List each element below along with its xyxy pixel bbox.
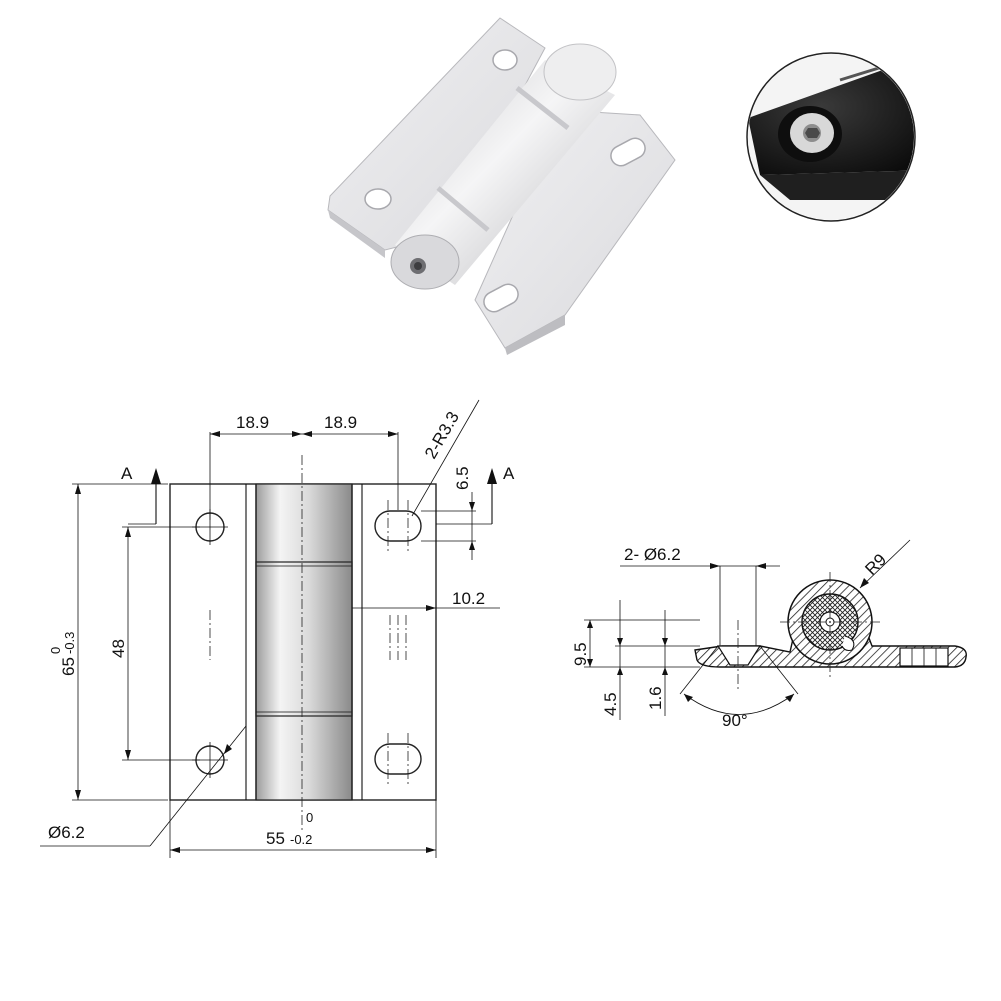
dim-height: 65 bbox=[59, 657, 78, 676]
section-mark-left: A bbox=[121, 464, 161, 525]
dim-height-tol-lower: -0.3 bbox=[62, 632, 77, 654]
hinge-product-render bbox=[327, 17, 676, 355]
dim-width: 55 bbox=[266, 829, 285, 848]
slot-bottom-right bbox=[374, 743, 422, 775]
dim-hole-diameter: Ø6.2 bbox=[48, 823, 85, 842]
front-view-drawing: 18.9 18.9 2-R3.3 6.5 A A 48 bbox=[40, 399, 515, 858]
dim-pitch-left: 18.9 bbox=[236, 413, 269, 432]
dim-leaf: 4.5 bbox=[601, 692, 620, 716]
dim-countersink-angle: 90° bbox=[722, 711, 748, 730]
svg-text:A: A bbox=[121, 464, 133, 483]
dim-slot-offset: 6.5 bbox=[453, 466, 472, 490]
section-view-drawing: 2- Ø6.2 R9 9.5 4.5 1.6 90° bbox=[571, 539, 967, 730]
dim-radius: R9 bbox=[861, 550, 890, 579]
dim-thickness: 1.6 bbox=[646, 686, 665, 710]
dim-height-section: 9.5 bbox=[571, 642, 590, 666]
svg-text:A: A bbox=[503, 464, 515, 483]
leaf-slot bbox=[610, 137, 646, 167]
dim-slot-radius: 2-R3.3 bbox=[421, 408, 463, 462]
end-cap-closeup-photo bbox=[746, 52, 916, 222]
dim-height-tol-upper: 0 bbox=[48, 647, 63, 654]
leaf-hole bbox=[492, 49, 518, 71]
section-mark-right: A bbox=[436, 464, 515, 525]
barrel-front bbox=[255, 483, 353, 801]
dim-holes: 2- Ø6.2 bbox=[624, 545, 681, 564]
leaf-slot bbox=[483, 283, 519, 313]
dim-width-tol-lower: -0.2 bbox=[290, 832, 312, 847]
dim-width-tol-upper: 0 bbox=[306, 810, 313, 825]
dim-hole-spacing: 48 bbox=[109, 639, 128, 658]
slot-top-right bbox=[374, 510, 422, 542]
hinge-barrel bbox=[390, 43, 617, 290]
dim-pitch-right: 18.9 bbox=[324, 413, 357, 432]
leaf-hole bbox=[364, 188, 392, 210]
dim-knuckle-offset: 10.2 bbox=[452, 589, 485, 608]
